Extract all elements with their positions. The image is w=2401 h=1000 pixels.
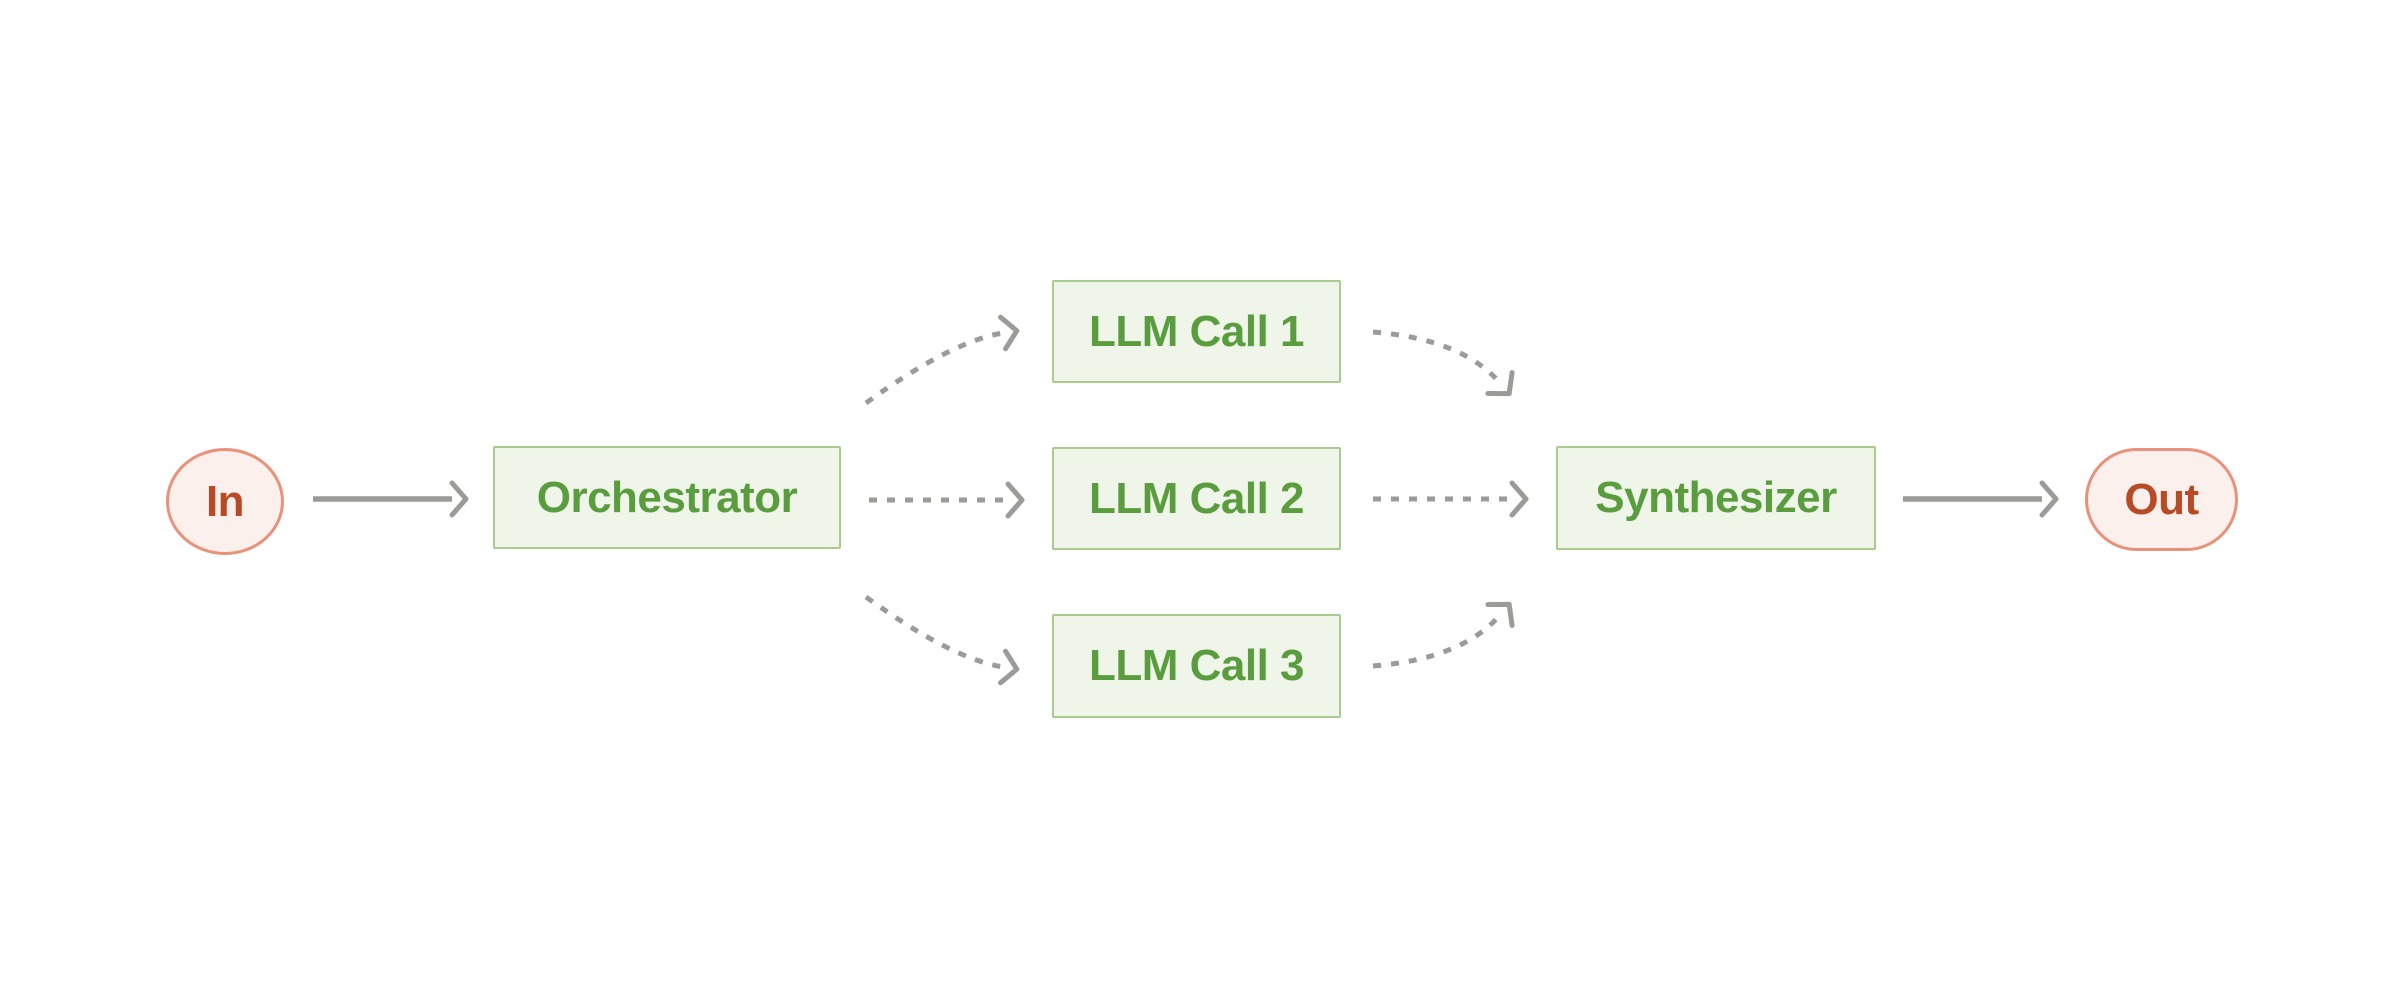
node-llm-call-3: LLM Call 3 [1052, 614, 1341, 718]
node-llm-call-2-label: LLM Call 2 [1088, 473, 1305, 523]
node-in: In [166, 448, 284, 555]
node-out-label: Out [2124, 474, 2199, 524]
node-llm-call-1-label: LLM Call 1 [1088, 306, 1305, 356]
edge-orchestrator-to-llm-call-1 [864, 314, 1020, 406]
node-orchestrator-label: Orchestrator [536, 472, 798, 522]
node-llm-call-1: LLM Call 1 [1052, 280, 1341, 383]
node-synthesizer: Synthesizer [1556, 446, 1876, 550]
edge-orchestrator-to-llm-call-3 [864, 594, 1020, 686]
edge-llm-call-1-to-synthesizer [1372, 329, 1515, 397]
node-in-label: In [205, 476, 245, 526]
node-llm-call-3-label: LLM Call 3 [1088, 641, 1305, 690]
node-out: Out [2085, 448, 2238, 551]
node-synthesizer-label: Synthesizer [1595, 473, 1837, 522]
node-llm-call-2: LLM Call 2 [1052, 447, 1341, 550]
node-orchestrator: Orchestrator [493, 446, 841, 549]
edge-llm-call-3-to-synthesizer [1372, 601, 1515, 669]
